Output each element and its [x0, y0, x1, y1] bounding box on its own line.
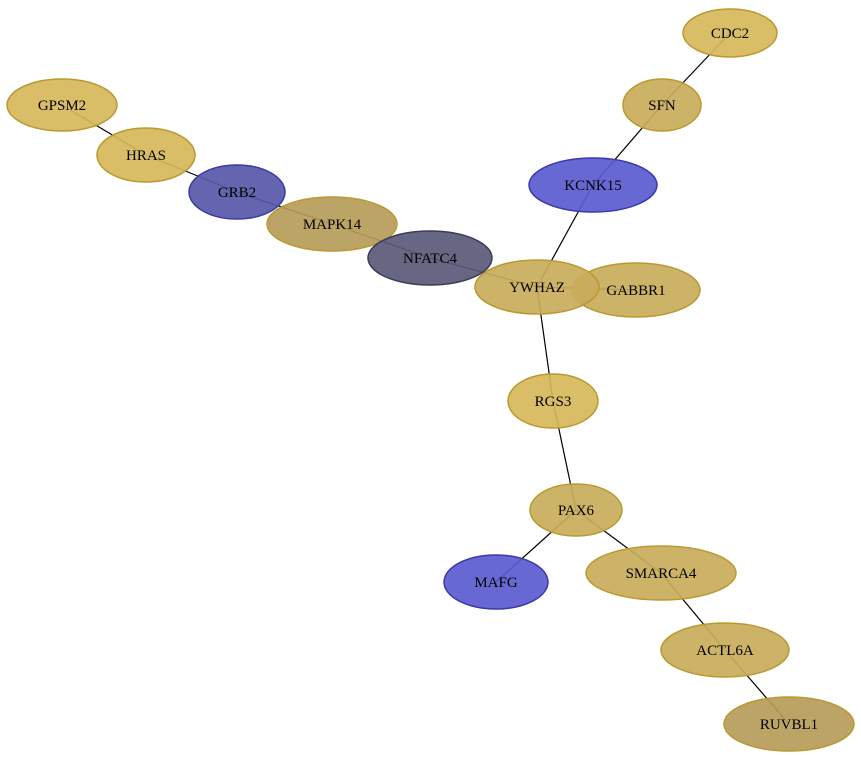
node-shape-rgs3 [507, 373, 599, 429]
node-shape-actl6a [660, 622, 790, 678]
node-cdc2[interactable]: CDC2 [682, 8, 778, 58]
node-shape-hras [96, 127, 196, 183]
node-shape-gpsm2 [6, 78, 118, 132]
node-label-cdc2: CDC2 [711, 26, 749, 42]
node-gabbr1[interactable]: GABBR1 [571, 262, 701, 318]
node-label-mapk14: MAPK14 [303, 217, 362, 233]
node-shape-cdc2 [682, 8, 778, 58]
node-actl6a[interactable]: ACTL6A [660, 622, 790, 678]
node-label-hras: HRAS [126, 148, 166, 164]
node-shape-sfn [622, 78, 702, 132]
node-mapk14[interactable]: MAPK14 [266, 196, 398, 252]
node-gpsm2[interactable]: GPSM2 [6, 78, 118, 132]
node-shape-pax6 [529, 483, 623, 537]
node-shape-mapk14 [266, 196, 398, 252]
node-label-pax6: PAX6 [558, 503, 595, 519]
node-hras[interactable]: HRAS [96, 127, 196, 183]
node-label-actl6a: ACTL6A [696, 643, 754, 659]
node-shape-smarca4 [585, 545, 737, 601]
node-sfn[interactable]: SFN [622, 78, 702, 132]
node-label-mafg: MAFG [474, 575, 518, 591]
node-label-ywhaz: YWHAZ [509, 280, 565, 296]
node-shape-ywhaz [474, 259, 600, 315]
node-grb2[interactable]: GRB2 [188, 164, 286, 220]
node-shape-kcnk15 [528, 157, 658, 213]
node-label-ruvbl1: RUVBL1 [760, 717, 818, 733]
node-smarca4[interactable]: SMARCA4 [585, 545, 737, 601]
node-shape-nfatc4 [367, 230, 493, 286]
node-label-nfatc4: NFATC4 [403, 251, 457, 267]
node-ruvbl1[interactable]: RUVBL1 [723, 696, 855, 752]
node-label-gpsm2: GPSM2 [38, 98, 86, 114]
node-pax6[interactable]: PAX6 [529, 483, 623, 537]
node-label-gabbr1: GABBR1 [606, 283, 665, 299]
node-shape-mafg [443, 554, 549, 610]
node-kcnk15[interactable]: KCNK15 [528, 157, 658, 213]
node-label-rgs3: RGS3 [535, 394, 572, 410]
node-label-kcnk15: KCNK15 [564, 178, 622, 194]
node-label-sfn: SFN [648, 98, 676, 114]
node-rgs3[interactable]: RGS3 [507, 373, 599, 429]
node-shape-ruvbl1 [723, 696, 855, 752]
node-nfatc4[interactable]: NFATC4 [367, 230, 493, 286]
node-shape-grb2 [188, 164, 286, 220]
node-label-smarca4: SMARCA4 [626, 566, 697, 582]
node-mafg[interactable]: MAFG [443, 554, 549, 610]
node-ywhaz[interactable]: YWHAZ [474, 259, 600, 315]
node-label-grb2: GRB2 [218, 185, 256, 201]
